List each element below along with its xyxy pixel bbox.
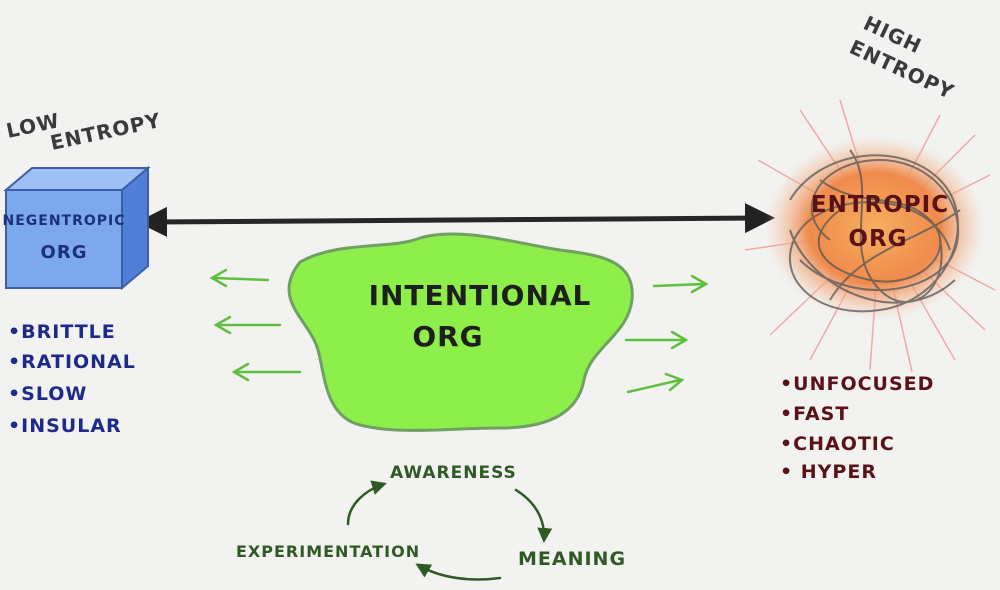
negentropic-cube: NEGENTROPIC ORG [2,165,151,291]
outward-arrows [209,268,709,394]
entropy-spectrum-arrow [137,203,775,237]
cycle-arrow-meaning-to-experimentation [415,563,502,581]
negentropic-trait: •BRITTLE [8,321,116,343]
cycle-arrow-experimentation-to-awareness [346,480,387,526]
negentropic-traits: •BRITTLE •RATIONAL •SLOW •INSULAR [8,321,136,437]
intentional-blob: INTENTIONAL ORG [287,232,634,432]
cycle-arrow-awareness-to-meaning [514,488,553,543]
negentropic-trait: •INSULAR [8,415,122,437]
entropic-line1: ENTROPIC [811,192,949,218]
entropic-tangle: ENTROPIC ORG [744,99,996,373]
entropic-traits: •UNFOCUSED •FAST •CHAOTIC • HYPER [780,373,934,483]
negentropic-line2: ORG [41,242,88,263]
high-entropy-label: HIGH ENTROPY [846,11,958,104]
entropic-trait: •FAST [780,403,849,425]
learning-cycle: AWARENESS MEANING EXPERIMENTATION [236,463,626,581]
cycle-awareness: AWARENESS [390,463,517,483]
entropic-line2: ORG [848,226,907,252]
entropic-trait: •UNFOCUSED [780,373,934,395]
intentional-line1: INTENTIONAL [369,279,592,312]
negentropic-line1: NEGENTROPIC [2,213,125,229]
negentropic-trait: •RATIONAL [8,351,136,373]
negentropic-trait: •SLOW [8,383,87,405]
intentional-line2: ORG [412,320,483,353]
entropic-trait: • HYPER [780,461,877,483]
entropic-trait: •CHAOTIC [780,433,895,455]
low-entropy-label: LOW ENTROPY [4,108,163,155]
cycle-experimentation: EXPERIMENTATION [236,542,420,561]
cycle-meaning: MEANING [518,548,626,570]
low-entropy-line2: ENTROPY [48,108,163,155]
